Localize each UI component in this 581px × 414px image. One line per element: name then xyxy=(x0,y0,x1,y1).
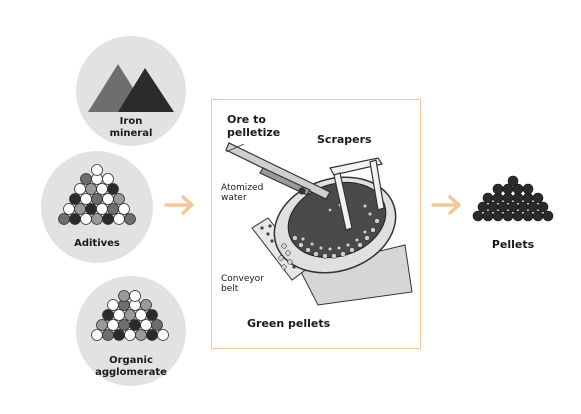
atomized-water-label: Atomized water xyxy=(221,183,264,204)
green-pellets-label: Green pellets xyxy=(247,317,331,330)
scrapers-label: Scrapers xyxy=(317,133,372,146)
iron-mineral-label: Iron mineral xyxy=(109,116,153,139)
ore-to-pelletize-label: Ore to pelletize xyxy=(227,113,281,139)
pellets-label: Pellets xyxy=(491,238,535,251)
organic-agglomerate-label: Organic agglomerate xyxy=(95,355,167,378)
conveyor-belt-label: Conveyor belt xyxy=(221,274,264,295)
aditives-label: Aditives xyxy=(74,238,120,249)
